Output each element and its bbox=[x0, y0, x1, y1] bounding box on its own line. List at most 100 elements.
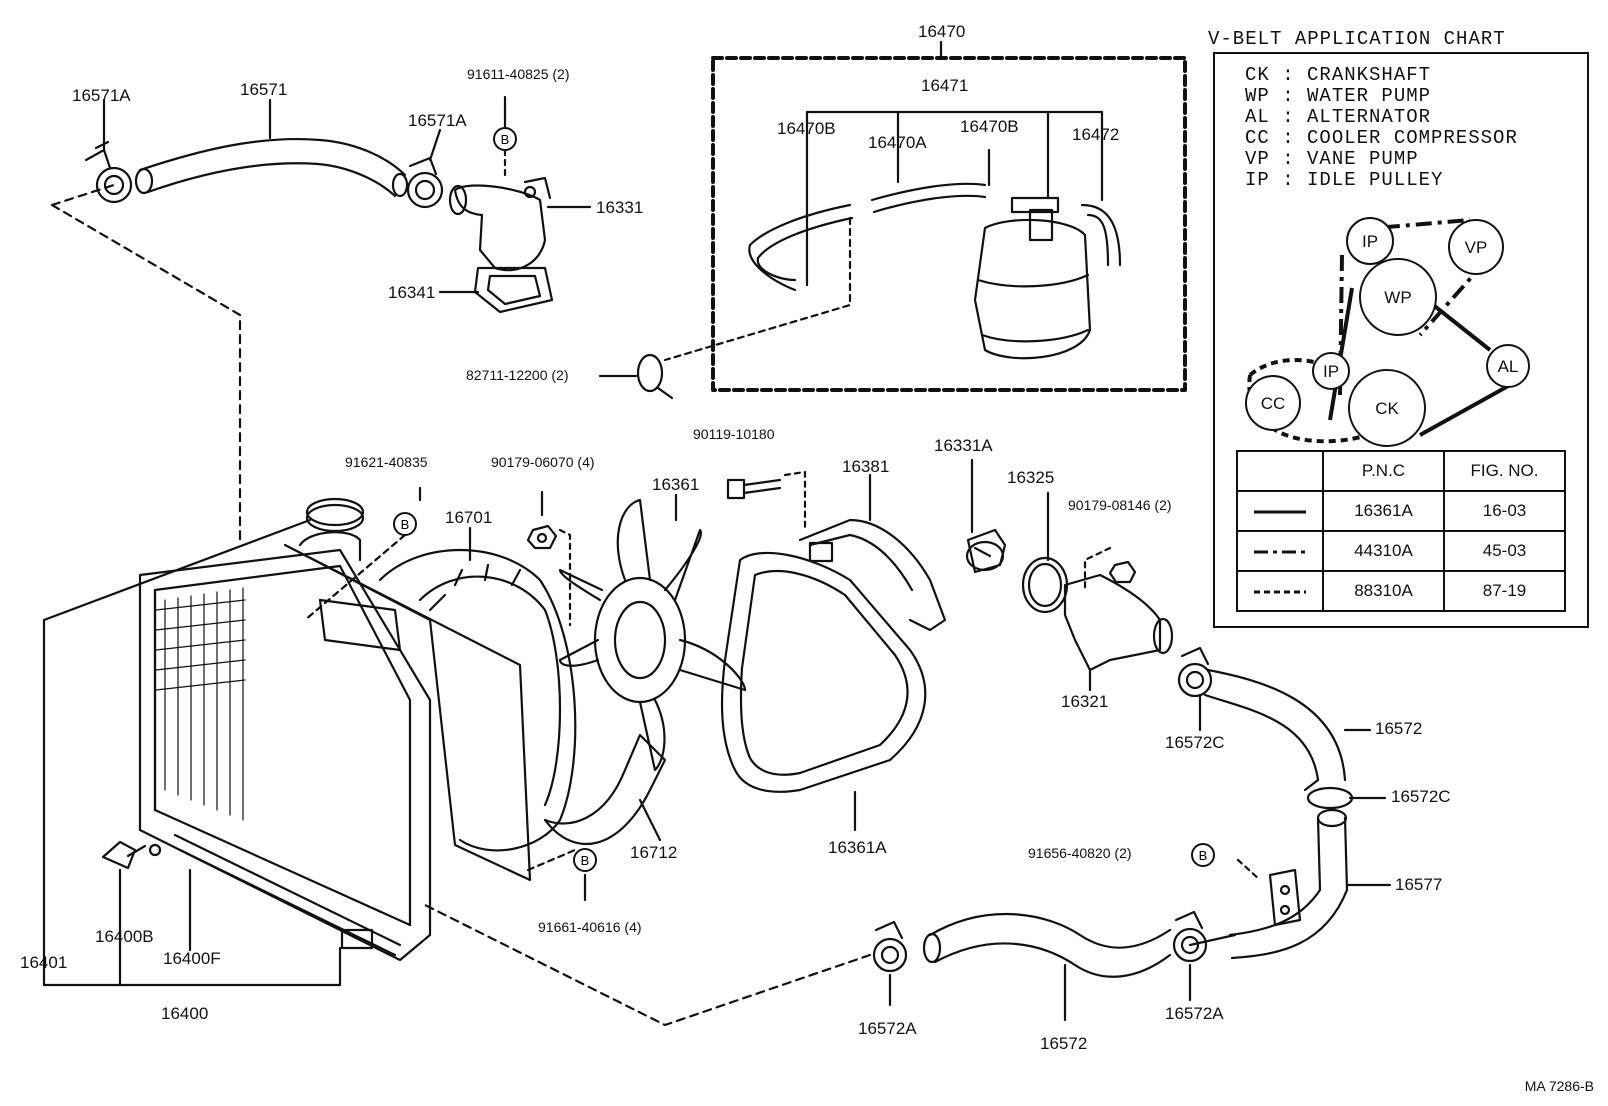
belt-guard[interactable] bbox=[798, 518, 947, 632]
line-style-dashed bbox=[1236, 570, 1324, 612]
reservoir-band[interactable] bbox=[636, 353, 674, 400]
pulley-label: IP bbox=[1362, 232, 1378, 251]
drain-cock[interactable] bbox=[101, 840, 147, 870]
part-label: 91611-40825 (2) bbox=[467, 66, 570, 82]
part-label: 16572C bbox=[1391, 787, 1451, 806]
thermostat-gasket[interactable] bbox=[1021, 556, 1069, 614]
legend-item: AL : ALTERNATOR bbox=[1245, 106, 1432, 128]
belt-table: P.N.C FIG. NO. 16361A 16-03 44310A 45-03… bbox=[1236, 450, 1566, 612]
part-label: 16401 bbox=[20, 953, 68, 972]
part-label: 16470B bbox=[960, 117, 1019, 136]
part-label: 16331A bbox=[934, 436, 993, 455]
hose-clamp-left[interactable] bbox=[84, 140, 133, 204]
fan-nut[interactable] bbox=[526, 524, 558, 550]
pnc-cell: 88310A bbox=[1322, 570, 1445, 612]
water-pipe[interactable] bbox=[1228, 808, 1349, 960]
belt-table-row: 44310A 45-03 bbox=[1236, 530, 1566, 572]
fan-belt[interactable] bbox=[720, 551, 927, 793]
part-label: 16712 bbox=[630, 843, 678, 862]
part-label: 16361 bbox=[652, 475, 700, 494]
hose-clamp-16572A-left[interactable] bbox=[872, 920, 908, 973]
pulley-label: CK bbox=[1375, 399, 1399, 418]
water-inlet-bolt[interactable] bbox=[1108, 560, 1137, 584]
belt-table-header: P.N.C FIG. NO. bbox=[1236, 450, 1566, 492]
hose-clamp-16572A-right[interactable] bbox=[1172, 910, 1208, 963]
reservoir-hose[interactable] bbox=[1080, 203, 1122, 267]
part-label: 16571A bbox=[408, 111, 467, 130]
header-cell: FIG. NO. bbox=[1443, 450, 1566, 492]
b-marker-2: B bbox=[393, 512, 417, 536]
part-label: 16571 bbox=[240, 80, 288, 99]
pulley-label: VP bbox=[1465, 238, 1488, 257]
part-label: 16400 bbox=[161, 1004, 209, 1023]
legend-item: VP : VANE PUMP bbox=[1245, 148, 1419, 170]
part-label: 16400F bbox=[163, 949, 221, 968]
part-label: 16400B bbox=[95, 927, 154, 946]
fan-bolt[interactable] bbox=[726, 478, 782, 500]
lower-hose-bottom-section[interactable] bbox=[922, 912, 1172, 978]
vbelt-chart-title: V-BELT APPLICATION CHART bbox=[1208, 28, 1506, 50]
vbelt-routing-diagram bbox=[1245, 217, 1530, 447]
lower-hose-upper-section[interactable] bbox=[1203, 668, 1347, 782]
part-label: 91661-40616 (4) bbox=[538, 919, 642, 935]
belt-table-row: 88310A 87-19 bbox=[1236, 570, 1566, 612]
part-label: 16572 bbox=[1040, 1034, 1088, 1053]
part-label: 16701 bbox=[445, 508, 493, 527]
fig-cell: 16-03 bbox=[1443, 490, 1566, 532]
header-cell: P.N.C bbox=[1322, 450, 1445, 492]
svg-text:B: B bbox=[581, 853, 590, 868]
vbelt-chart-frame bbox=[1213, 52, 1589, 628]
pulley-label: WP bbox=[1384, 288, 1411, 307]
part-label: 90179-06070 (4) bbox=[491, 454, 595, 470]
drain-cock-gasket[interactable] bbox=[148, 843, 162, 857]
b-marker-3: B bbox=[573, 848, 597, 872]
hose-clamp-16572C-lower[interactable] bbox=[1303, 778, 1354, 810]
part-label: 91656-40820 (2) bbox=[1028, 845, 1132, 861]
part-label: 16361A bbox=[828, 838, 887, 857]
cooling-fan[interactable] bbox=[558, 498, 747, 772]
b-marker-4: B bbox=[1191, 843, 1215, 867]
pulley-label: IP bbox=[1323, 362, 1339, 381]
hose-clamp-right[interactable] bbox=[406, 156, 444, 209]
fig-cell: 87-19 bbox=[1443, 570, 1566, 612]
part-label: 16381 bbox=[842, 457, 890, 476]
legend-item: IP : IDLE PULLEY bbox=[1245, 169, 1444, 191]
drawing-code: MA 7286-B bbox=[1524, 1078, 1594, 1094]
legend-item: CC : COOLER COMPRESSOR bbox=[1245, 127, 1518, 149]
part-label: 90179-08146 (2) bbox=[1068, 497, 1172, 513]
b-marker-1: B bbox=[493, 127, 517, 151]
legend-item: CK : CRANKSHAFT bbox=[1245, 64, 1432, 86]
part-label: 16471 bbox=[921, 76, 969, 95]
belt-table-row: 16361A 16-03 bbox=[1236, 490, 1566, 532]
part-label: 16572A bbox=[1165, 1004, 1224, 1023]
thermostat[interactable] bbox=[965, 528, 1007, 574]
fan-shroud[interactable] bbox=[283, 543, 577, 882]
radiator[interactable] bbox=[138, 531, 432, 962]
water-outlet-gasket[interactable] bbox=[473, 266, 554, 314]
part-label: 16321 bbox=[1061, 692, 1109, 711]
upper-radiator-hose[interactable] bbox=[134, 137, 409, 198]
radiator-cap[interactable] bbox=[305, 497, 365, 533]
line-style-solid bbox=[1236, 490, 1324, 532]
legend-item: WP : WATER PUMP bbox=[1245, 85, 1432, 107]
part-label: 16470A bbox=[868, 133, 927, 152]
svg-text:B: B bbox=[1199, 848, 1208, 863]
pnc-cell: 44310A bbox=[1322, 530, 1445, 572]
line-style-dash-dot bbox=[1236, 530, 1324, 572]
fan-shroud-lower[interactable] bbox=[543, 733, 667, 846]
hose-clamp-16572C-upper[interactable] bbox=[1177, 646, 1213, 698]
water-outlet[interactable] bbox=[448, 176, 552, 272]
reservoir-tank[interactable] bbox=[973, 196, 1092, 360]
pulley-label: CC bbox=[1261, 394, 1286, 413]
part-label: 16572 bbox=[1375, 719, 1423, 738]
part-label: 16472 bbox=[1072, 125, 1120, 144]
water-inlet[interactable] bbox=[1063, 573, 1174, 672]
fig-cell: 45-03 bbox=[1443, 530, 1566, 572]
part-label: 16571A bbox=[72, 86, 131, 105]
pulley-label: AL bbox=[1498, 357, 1519, 376]
part-label: 16331 bbox=[596, 198, 644, 217]
overflow-hose[interactable] bbox=[748, 182, 987, 292]
part-label: 16325 bbox=[1007, 468, 1055, 487]
part-label: 16572C bbox=[1165, 733, 1225, 752]
